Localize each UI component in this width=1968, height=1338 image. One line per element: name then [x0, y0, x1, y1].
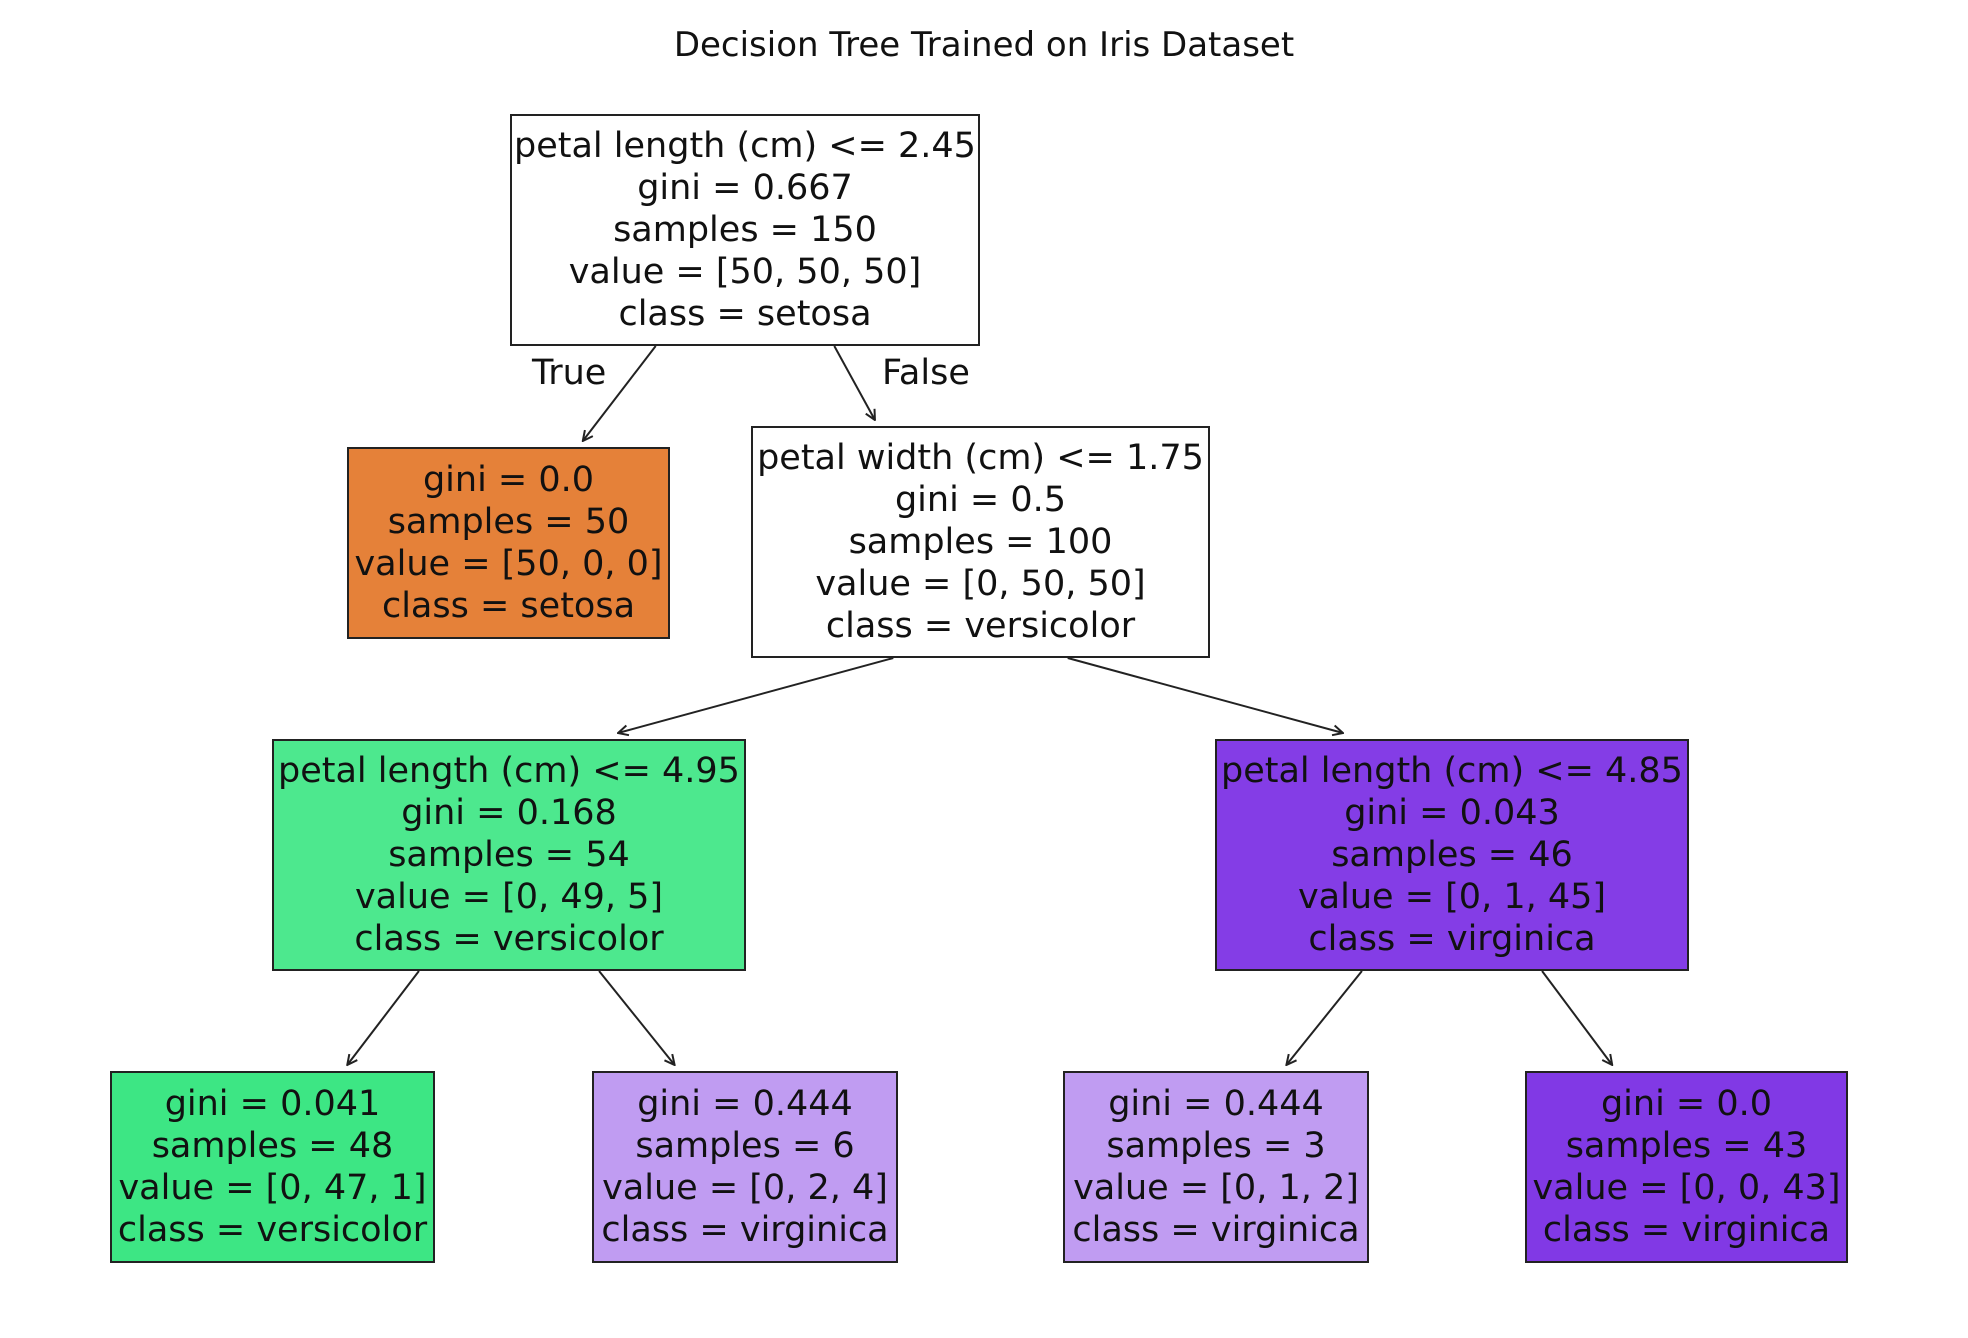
- edge-n3-n6: [598, 970, 675, 1065]
- node-class: class = versicolor: [354, 919, 664, 959]
- node-class: class = virginica: [1072, 1210, 1360, 1250]
- node-gini: gini = 0.5: [894, 480, 1067, 520]
- node-class: class = setosa: [618, 294, 872, 334]
- node-split-condition: petal length (cm) <= 2.45: [514, 126, 976, 166]
- node-class: class = virginica: [1308, 919, 1596, 959]
- tree-node-versicolor-split: petal length (cm) <= 4.95 gini = 0.168 s…: [272, 739, 746, 971]
- node-samples: samples = 48: [151, 1126, 394, 1166]
- node-value: value = [0, 49, 5]: [354, 877, 664, 917]
- node-gini: gini = 0.444: [1108, 1084, 1324, 1124]
- edge-label-false: False: [882, 353, 970, 393]
- tree-node-petal-width-split: petal width (cm) <= 1.75 gini = 0.5 samp…: [751, 426, 1210, 658]
- tree-node-leaf-virginica-43: gini = 0.0 samples = 43 value = [0, 0, 4…: [1525, 1071, 1848, 1263]
- node-class: class = virginica: [1542, 1210, 1831, 1250]
- node-samples: samples = 46: [1331, 835, 1573, 875]
- node-gini: gini = 0.041: [164, 1084, 381, 1124]
- node-samples: samples = 3: [1106, 1126, 1326, 1166]
- node-samples: samples = 43: [1565, 1126, 1808, 1166]
- node-samples: samples = 150: [613, 210, 877, 250]
- edge-n0-n2: [833, 345, 875, 420]
- edge-n0-n1: [583, 345, 657, 441]
- node-gini: gini = 0.667: [637, 168, 853, 208]
- edge-label-true: True: [532, 353, 607, 393]
- node-value: value = [0, 47, 1]: [118, 1168, 427, 1208]
- node-samples: samples = 6: [635, 1126, 855, 1166]
- diagram-title: Decision Tree Trained on Iris Dataset: [673, 25, 1295, 65]
- node-class: class = setosa: [381, 586, 636, 626]
- node-split-condition: petal length (cm) <= 4.95: [278, 751, 740, 791]
- tree-node-leaf-virginica-3: gini = 0.444 samples = 3 value = [0, 1, …: [1063, 1071, 1369, 1263]
- tree-node-virginica-split: petal length (cm) <= 4.85 gini = 0.043 s…: [1215, 739, 1689, 971]
- node-class: class = virginica: [601, 1210, 889, 1250]
- node-gini: gini = 0.0: [1600, 1084, 1773, 1124]
- edge-n2-n4: [1067, 657, 1343, 733]
- node-value: value = [50, 50, 50]: [568, 252, 922, 292]
- tree-node-leaf-virginica-6: gini = 0.444 samples = 6 value = [0, 2, …: [592, 1071, 898, 1263]
- node-class: class = versicolor: [825, 606, 1136, 646]
- node-value: value = [0, 1, 2]: [1073, 1168, 1359, 1208]
- node-value: value = [50, 0, 0]: [354, 544, 663, 584]
- tree-node-leaf-versicolor: gini = 0.041 samples = 48 value = [0, 47…: [110, 1071, 435, 1263]
- node-samples: samples = 50: [387, 502, 630, 542]
- node-split-condition: petal width (cm) <= 1.75: [757, 438, 1204, 478]
- tree-node-root: petal length (cm) <= 2.45 gini = 0.667 s…: [510, 114, 980, 346]
- node-value: value = [0, 1, 45]: [1297, 877, 1607, 917]
- node-samples: samples = 100: [848, 522, 1113, 562]
- node-gini: gini = 0.168: [401, 793, 617, 833]
- tree-node-leaf-setosa: gini = 0.0 samples = 50 value = [50, 0, …: [347, 447, 670, 639]
- edge-n3-n5: [347, 970, 420, 1065]
- node-value: value = [0, 2, 4]: [602, 1168, 888, 1208]
- node-samples: samples = 54: [388, 835, 630, 875]
- node-value: value = [0, 50, 50]: [815, 564, 1146, 604]
- node-value: value = [0, 0, 43]: [1532, 1168, 1841, 1208]
- edge-n4-n8: [1541, 970, 1612, 1065]
- node-class: class = versicolor: [117, 1210, 428, 1250]
- node-split-condition: petal length (cm) <= 4.85: [1221, 751, 1683, 791]
- edge-n2-n3: [618, 657, 894, 733]
- edge-n4-n7: [1286, 970, 1363, 1065]
- node-gini: gini = 0.444: [637, 1084, 853, 1124]
- node-gini: gini = 0.043: [1344, 793, 1560, 833]
- node-gini: gini = 0.0: [422, 460, 595, 500]
